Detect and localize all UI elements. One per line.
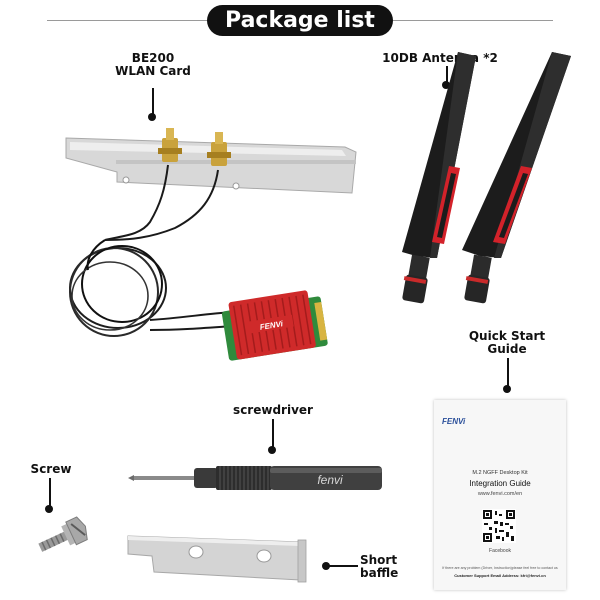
screwdriver-label-dot bbox=[268, 446, 276, 454]
screw-label-dot bbox=[45, 505, 53, 513]
antenna-label-pin bbox=[446, 66, 448, 84]
page-title: Package list bbox=[207, 5, 393, 36]
guide-fine-print: If there are any problem (Driver, Instru… bbox=[442, 566, 558, 570]
card-brand-text: FENVi bbox=[259, 319, 284, 332]
baffle-label-pin bbox=[328, 565, 358, 567]
card-label-pin bbox=[152, 88, 154, 116]
antenna-left bbox=[402, 52, 476, 304]
antenna-right bbox=[462, 52, 571, 304]
sma-connector-left bbox=[158, 128, 182, 162]
screw-label: Screw bbox=[30, 462, 72, 476]
quick-start-guide: FENVi M.2 NGFF Desktop Kit Integration G… bbox=[434, 400, 566, 590]
guide-support-email: Customer Support Email Address: kfri@fen… bbox=[454, 573, 546, 578]
guide-url: www.fenvi.com/en bbox=[477, 491, 523, 497]
screwdriver-label: screwdriver bbox=[233, 403, 313, 417]
baffle-label: Short baffle bbox=[360, 553, 399, 580]
guide-kit: M.2 NGFF Desktop Kit bbox=[472, 470, 528, 476]
screwdriver-label-pin bbox=[272, 419, 274, 449]
title-line-left bbox=[47, 20, 207, 21]
screwdriver-brand-text: fenvi bbox=[317, 473, 343, 487]
guide-label-dot bbox=[503, 385, 511, 393]
card-label-dot bbox=[148, 113, 156, 121]
sma-connector-right bbox=[207, 132, 231, 166]
card-label: BE200 WLAN Card bbox=[115, 51, 191, 78]
qr-code-icon bbox=[482, 509, 516, 543]
guide-label-pin bbox=[507, 358, 509, 388]
screwdriver-shaft bbox=[134, 476, 196, 480]
antenna-label-dot bbox=[442, 81, 450, 89]
guide-label: Quick Start Guide bbox=[468, 329, 546, 356]
screw-label-pin bbox=[49, 478, 51, 508]
guide-brand: FENVi bbox=[442, 417, 466, 426]
guide-heading: Integration Guide bbox=[469, 479, 531, 488]
guide-qr-caption: Facebook bbox=[489, 548, 511, 554]
title-line-right bbox=[393, 20, 553, 21]
baffle-label-dot bbox=[322, 562, 330, 570]
